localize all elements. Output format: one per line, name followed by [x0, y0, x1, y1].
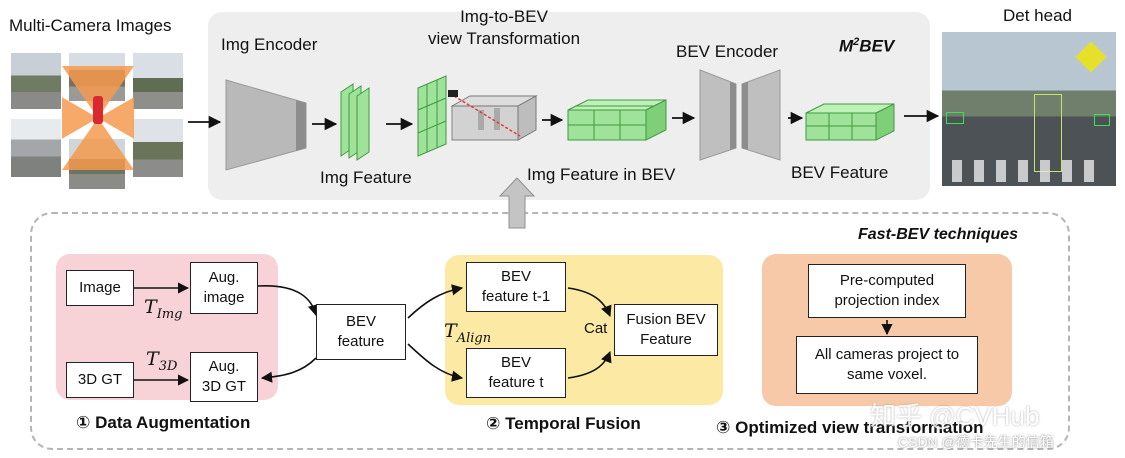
img-feature-label: Img Feature — [320, 168, 412, 187]
aug-gt-line1: Aug. — [208, 358, 240, 375]
detection-result-image — [942, 32, 1116, 186]
aug-image-line1: Aug. — [208, 269, 240, 286]
t-img-sub: Img — [156, 306, 183, 322]
img-feature-bev-shape — [567, 99, 667, 141]
t-align-base: T — [444, 320, 457, 342]
t-align-symbol: TAlign — [444, 320, 491, 346]
fast-bev-techniques-panel — [30, 212, 1070, 450]
ego-car-icon — [93, 96, 103, 124]
camera-icon — [448, 90, 458, 97]
img-feature-shape — [340, 83, 370, 161]
bev-feature-curr-box: BEV feature t — [466, 348, 566, 398]
data-augmentation-title: ① Data Augmentation — [76, 413, 251, 432]
fusion-bev-line2: Feature — [640, 331, 692, 348]
model-name-sup: 2 — [853, 36, 860, 48]
view-transformation-line1: Img-to-BEV — [460, 7, 548, 26]
crosswalk — [952, 160, 1102, 182]
aug-image-box: Aug. image — [190, 262, 258, 314]
fast-bev-techniques-title: Fast-BEV techniques — [858, 226, 1019, 243]
t-img-base: T — [144, 296, 157, 318]
img-encoder-side — [296, 100, 306, 151]
up-arrow-icon — [498, 177, 536, 229]
m2bev-pipeline-panel — [208, 12, 930, 200]
model-name: M2BEV — [839, 36, 894, 57]
fusion-bev-feature-box: Fusion BEV Feature — [614, 304, 718, 356]
bev-feature-label: BEV Feature — [791, 163, 889, 182]
camera-image — [132, 52, 184, 110]
car-bbox — [946, 112, 964, 124]
camera-image — [10, 118, 62, 178]
model-name-base: M — [839, 36, 854, 56]
bev-feature-prev-line1: BEV — [500, 268, 531, 285]
img-encoder-label: Img Encoder — [221, 35, 318, 54]
precomputed-line2: projection index — [834, 292, 940, 309]
precomputed-index-box: Pre-computed projection index — [808, 264, 966, 318]
t-3d-sub: 3D — [158, 358, 178, 374]
aug-gt-line2: 3D GT — [201, 378, 247, 395]
view-transformation-label: Img-to-BEV view Transformation — [404, 6, 604, 50]
det-head-label: Det head — [1003, 6, 1072, 25]
view-transformation-shape — [417, 75, 538, 157]
t-3d-symbol: T3D — [146, 348, 177, 374]
camera-image — [132, 118, 184, 178]
multi-camera-images — [10, 52, 185, 190]
precomputed-line1: Pre-computed — [839, 272, 935, 289]
bev-feature-curr-line1: BEV — [500, 354, 531, 371]
same-voxel-line1: All cameras project to — [814, 346, 960, 363]
bottom-arrows — [134, 282, 893, 386]
fusion-bev-line1: Fusion BEV — [626, 311, 706, 328]
camera-image — [10, 52, 62, 110]
aug-gt-box: Aug. 3D GT — [190, 352, 258, 402]
bev-feature-box: BEV feature — [316, 304, 406, 360]
t-img-symbol: TImg — [144, 296, 182, 322]
img-encoder-shape — [225, 79, 307, 171]
bev-encoder-shape — [699, 69, 781, 161]
bev-encoder-label: BEV Encoder — [676, 42, 779, 61]
csdn-credit: CSDN @德卡先生的信箱 — [898, 434, 1054, 450]
bev-feature-prev-line2: feature t-1 — [481, 288, 551, 305]
bev-feature-line2: feature — [337, 333, 385, 350]
car-bbox — [1094, 114, 1110, 126]
t-3d-base: T — [146, 348, 159, 370]
bev-feature-prev-box: BEV feature t-1 — [466, 262, 566, 312]
bev-feature-line1: BEV — [345, 313, 376, 330]
top-arrows — [188, 109, 940, 131]
optimized-view-title: ③ Optimized view transformation — [716, 418, 984, 437]
same-voxel-line2: same voxel. — [846, 366, 928, 383]
zhihu-watermark: 知乎 @CVHub — [870, 401, 1040, 431]
aug-image-line2: image — [203, 289, 245, 306]
view-transformation-line2: view Transformation — [427, 29, 581, 48]
cat-label: Cat — [584, 320, 608, 337]
gt-box: 3D GT — [66, 362, 134, 398]
multi-camera-images-title: Multi-Camera Images — [9, 16, 172, 35]
same-voxel-box: All cameras project to same voxel. — [796, 336, 978, 394]
bev-feature-curr-line2: feature t — [488, 374, 544, 391]
bev-feature-shape — [805, 103, 895, 141]
img-feature-in-bev-label: Img Feature in BEV — [527, 165, 676, 184]
image-box: Image — [66, 270, 134, 306]
t-align-sub: Align — [456, 330, 492, 346]
temporal-fusion-title: ② Temporal Fusion — [486, 414, 641, 433]
model-name-tail: BEV — [859, 36, 895, 56]
